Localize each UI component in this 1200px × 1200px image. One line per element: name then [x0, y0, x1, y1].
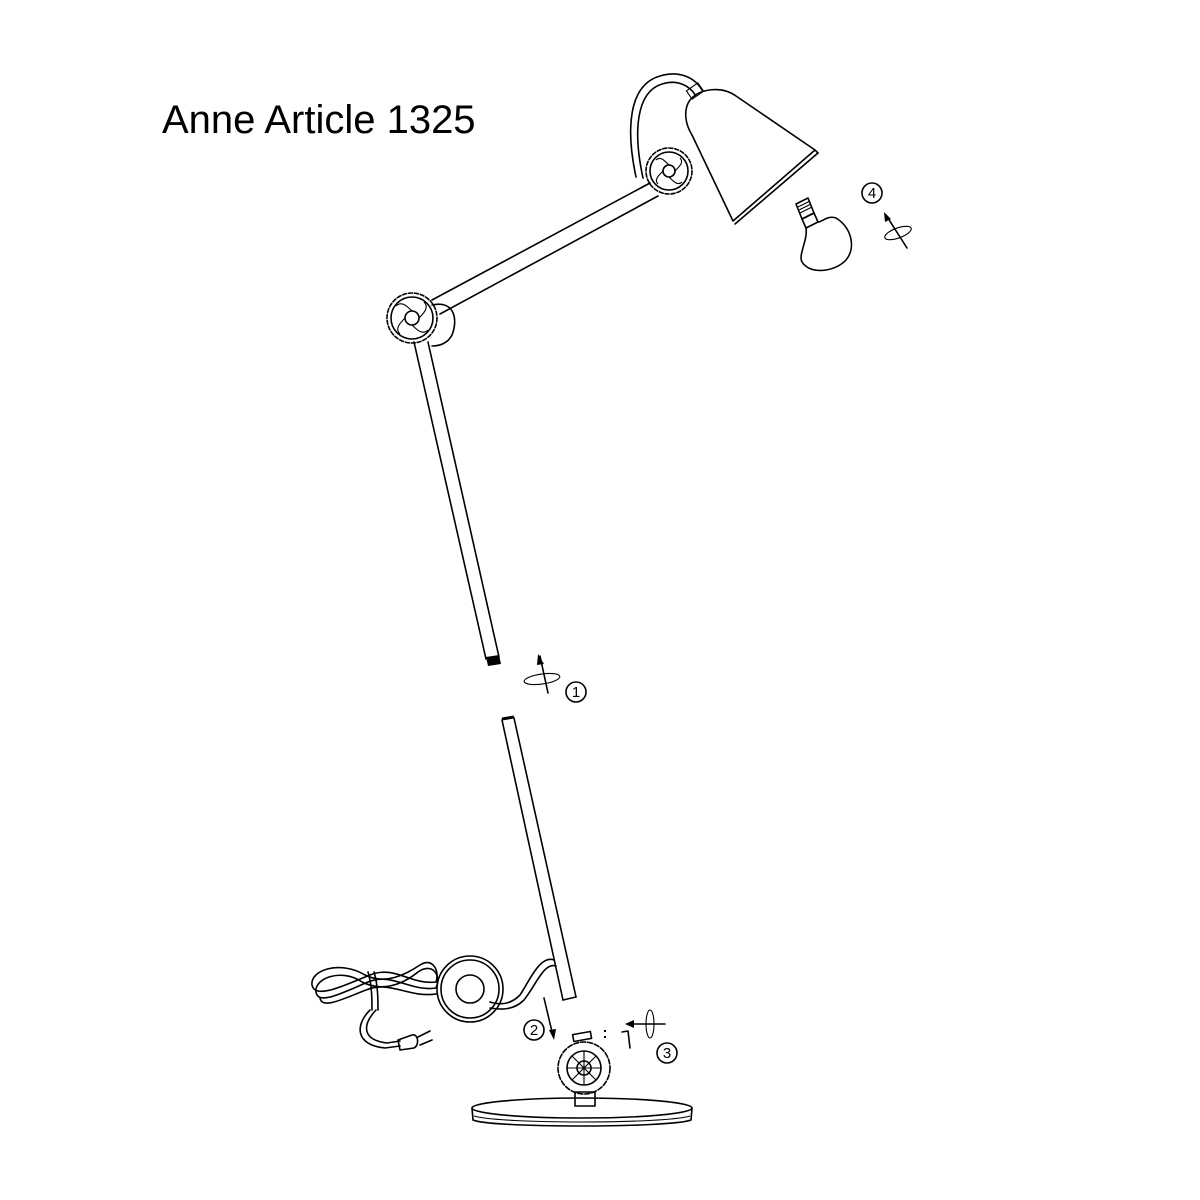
- page-title: Anne Article 1325: [162, 98, 476, 142]
- shade-cable-loop: [629, 73, 705, 179]
- power-cord-coil: [311, 961, 439, 1011]
- base-plate: [471, 1097, 693, 1127]
- svg-text:1: 1: [572, 684, 580, 701]
- step-3-badge: 3: [656, 1042, 678, 1064]
- joint-knob-upper: [645, 147, 693, 195]
- step-1-badge: 1: [565, 681, 587, 703]
- svg-text:4: 4: [868, 185, 876, 202]
- step-4-badge: 4: [861, 182, 883, 204]
- svg-text:2: 2: [530, 1022, 538, 1039]
- light-bulb: [795, 197, 853, 272]
- upper-arm: [431, 182, 659, 315]
- step-1-rotate-arrow: [523, 654, 561, 694]
- step-2-insert-arrow: [543, 997, 556, 1040]
- step-2-badge: 2: [523, 1019, 545, 1041]
- lower-arm-bottom-section: [501, 715, 577, 1001]
- hex-key-and-screw: [604, 1009, 666, 1049]
- arm-cable: [489, 958, 557, 1010]
- lamp-shade: [684, 88, 819, 225]
- joint-knob-middle: [386, 292, 456, 347]
- foot-switch: [436, 955, 504, 1023]
- lower-arm-top-section: [413, 341, 501, 666]
- svg-text:3: 3: [663, 1045, 671, 1062]
- base-joint-knob: [557, 1030, 611, 1107]
- plug-lead: [359, 1009, 401, 1049]
- euro-plug: [397, 1030, 433, 1051]
- step-4-rotate-arrow: [884, 212, 912, 249]
